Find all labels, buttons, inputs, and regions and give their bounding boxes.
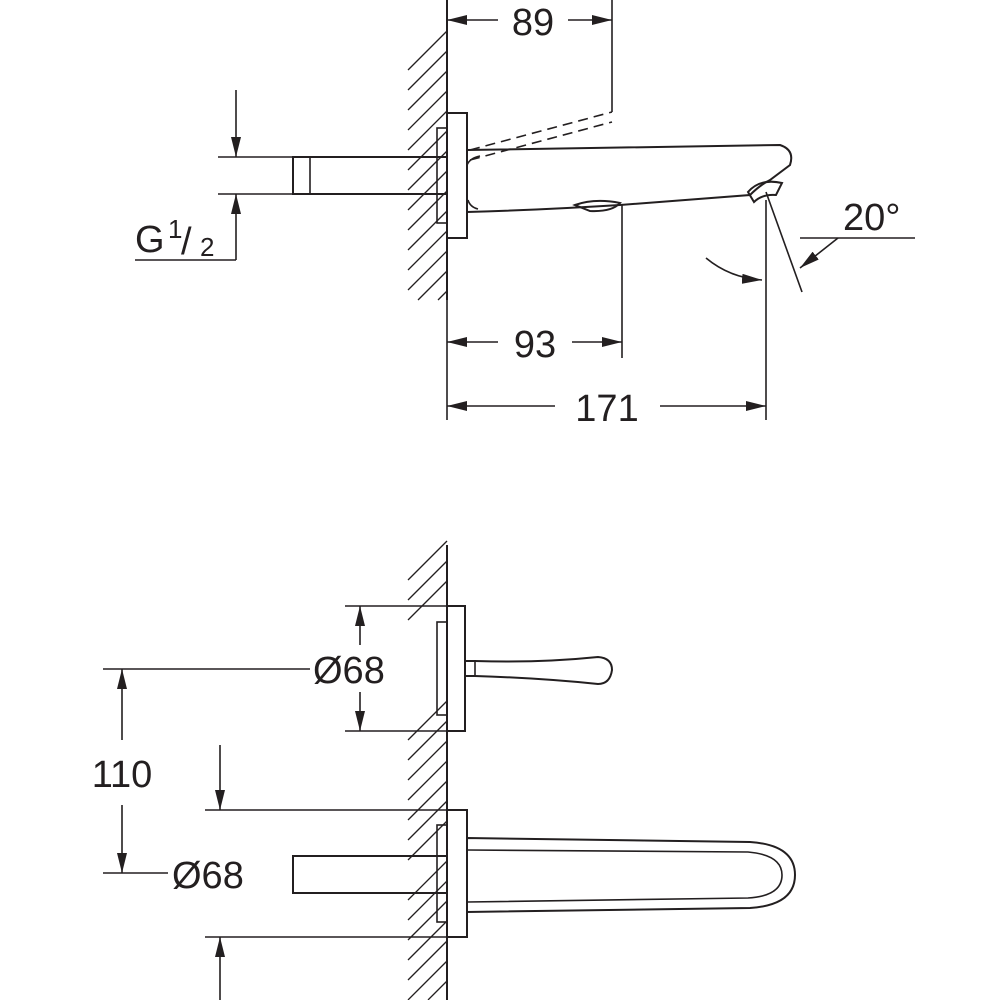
dim-angle: 20°: [705, 191, 915, 293]
thread-numerator: 1: [168, 214, 182, 244]
wall-top: [407, 0, 448, 301]
dim-89-label: 89: [512, 2, 554, 44]
connection-pipe: [292, 156, 448, 195]
dim-thread: G 1 / 2: [135, 90, 293, 263]
dim-upper-diameter: Ø68: [313, 605, 447, 732]
dim-110: 110: [92, 668, 310, 874]
lower-diameter-label: Ø68: [172, 855, 244, 897]
dim-93-label: 93: [514, 324, 556, 366]
handle-rosette: [446, 605, 466, 732]
spout-profile: [466, 143, 793, 214]
handle-swing: [469, 111, 613, 161]
upper-diameter-label: Ø68: [313, 650, 385, 692]
thread-denominator: 2: [200, 232, 214, 262]
center-distance-label: 110: [92, 754, 153, 796]
aerator: [746, 180, 784, 204]
rosette-plate: [446, 112, 468, 239]
side-view: 89 G 1 / 2 20° 93: [135, 0, 915, 430]
spout-rosette: [446, 809, 468, 938]
spout-plan: [466, 836, 797, 914]
plan-view: Ø68 110 Ø68: [92, 540, 797, 1000]
thread-letter: G: [135, 219, 165, 261]
plan-connection-pipe: [292, 855, 448, 894]
dim-171: 171: [447, 200, 767, 430]
dim-lower-diameter: Ø68: [172, 745, 447, 1000]
dim-171-label: 171: [575, 388, 638, 430]
thread-slash: /: [181, 221, 192, 263]
handle-lever: [464, 655, 614, 686]
wall-bottom: [407, 540, 448, 1000]
dim-89: 89: [447, 0, 613, 112]
angle-label: 20°: [843, 197, 900, 239]
dim-93: 93: [446, 205, 623, 420]
